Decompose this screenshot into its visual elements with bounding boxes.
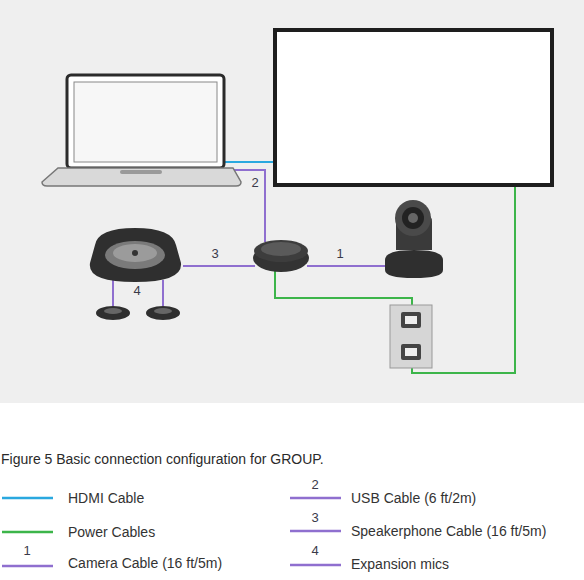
legend-text: HDMI Cable <box>68 490 144 507</box>
callout-number: 3 <box>311 510 318 526</box>
callout-number: 1 <box>336 246 343 262</box>
legend-text: Power Cables <box>68 524 155 541</box>
legend-line <box>2 497 53 500</box>
legend-line <box>290 497 341 500</box>
legend-text: USB Cable (6 ft/2m) <box>351 490 476 507</box>
callout-number: 4 <box>311 543 318 559</box>
background-panel <box>0 0 584 403</box>
callout-number: 4 <box>133 283 140 299</box>
callout-number: 2 <box>251 175 258 191</box>
camera <box>385 200 443 278</box>
speakerphone <box>90 228 181 282</box>
legend-line <box>2 531 53 534</box>
legend-line <box>290 530 341 533</box>
figure-caption: Figure 5 Basic connection configuration … <box>1 451 324 468</box>
legend-text: Camera Cable (16 ft/5m) <box>68 555 222 572</box>
wall-outlet <box>390 305 432 368</box>
legend-line <box>290 564 341 567</box>
legend-text: Speakerphone Cable (16 ft/5m) <box>351 523 546 540</box>
legend-text: Expansion mics <box>351 556 449 573</box>
expansion-mic <box>96 306 180 320</box>
callout-number: 2 <box>311 477 318 493</box>
callout-number: 1 <box>23 543 30 559</box>
legend-line <box>2 565 53 568</box>
laptop <box>42 75 241 186</box>
camera-cable <box>307 265 388 267</box>
speakerphone-cable <box>183 265 255 267</box>
callout-number: 3 <box>211 246 218 262</box>
hub <box>253 240 309 272</box>
display-screen <box>275 30 552 185</box>
mic-cable <box>113 280 163 306</box>
